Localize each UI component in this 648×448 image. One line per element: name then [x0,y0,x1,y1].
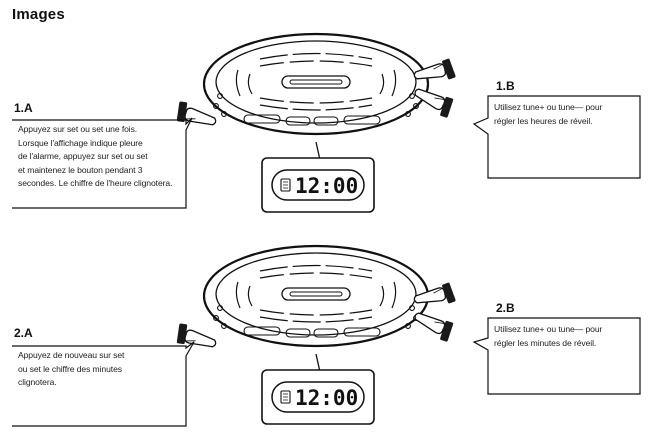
step-label-1a: 1.A [14,101,33,115]
clock-radio-icon [202,244,430,348]
callout-2a-text: Appuyez de nouveau sur set ou set le chi… [18,350,125,388]
step-label-2a: 2.A [14,326,33,340]
callout-2b-frame [472,317,641,395]
display-time-2: 12:00 [295,386,358,410]
callout-1a-frame [12,117,193,209]
display-panel-2: 12:00 [261,353,375,425]
display-time-1: 12:00 [295,174,358,198]
step-label-2b: 2.B [496,301,515,315]
clock-radio-icon [202,32,430,136]
callout-2a-frame [12,341,195,427]
callout-1b-text: Utilisez tune+ ou tune— pour régler les … [494,102,603,126]
callout-1a-text: Appuyez sur set ou set une fois. Lorsque… [18,124,173,189]
callout-1b-frame [472,95,641,179]
step-label-1b: 1.B [496,79,515,93]
display-panel-1: 12:00 [261,141,375,213]
page-heading: Images [12,6,65,23]
callout-2b-text: Utilisez tune+ ou tune— pour régler les … [494,324,603,348]
